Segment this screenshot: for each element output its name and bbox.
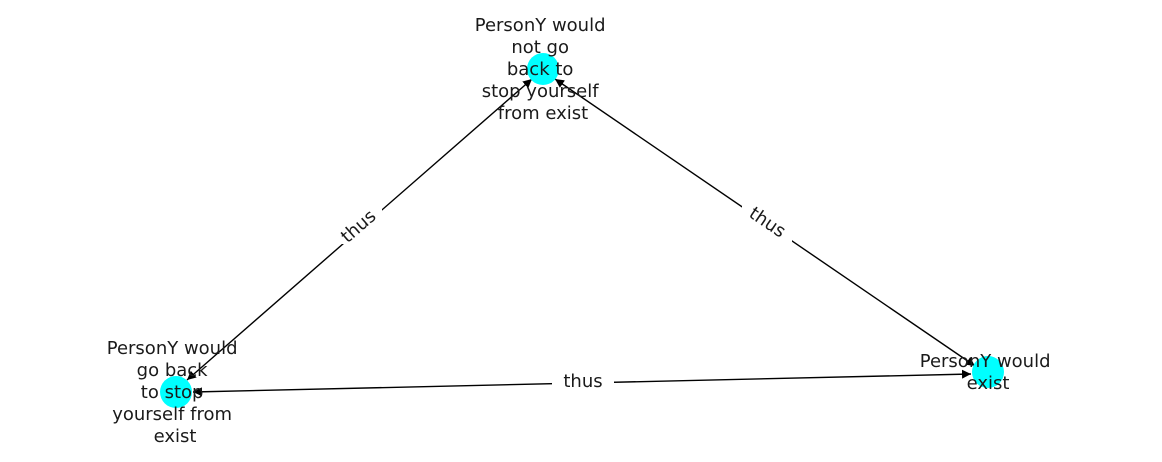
edge-n1-n3[interactable]: thus xyxy=(554,78,976,367)
node-n2[interactable]: PersonY would go back to stop yourself f… xyxy=(107,338,244,447)
node-circle-n3[interactable] xyxy=(972,356,1004,388)
node-label-line: yourself from xyxy=(112,404,232,425)
edge-label-bg xyxy=(552,370,614,394)
node-label-line: to stop xyxy=(141,382,204,403)
edge-label-bg xyxy=(742,204,792,244)
edge-n1-n2[interactable]: thus xyxy=(186,78,533,381)
node-label-line: exist xyxy=(154,426,197,447)
node-label-n2: PersonY would go back to stop yourself f… xyxy=(107,338,244,447)
node-label-line: PersonY would xyxy=(920,351,1051,372)
edge-label-n2-n3: thus xyxy=(563,371,602,392)
node-label-line: from exist xyxy=(498,103,588,124)
node-label-n1: PersonY would not go back to stop yourse… xyxy=(475,15,612,124)
node-circle-n2[interactable] xyxy=(160,376,192,408)
node-n3[interactable]: PersonY would exist xyxy=(920,351,1057,394)
edges: thus thus thus xyxy=(186,78,976,397)
node-label-n3: PersonY would exist xyxy=(920,351,1057,394)
node-n1[interactable]: PersonY would not go back to stop yourse… xyxy=(475,15,612,124)
nodes: PersonY would not go back to stop yourse… xyxy=(107,15,1057,447)
edge-n2-n3[interactable]: thus xyxy=(192,369,972,397)
node-label-line: go back xyxy=(137,360,209,381)
node-label-line: back to xyxy=(507,59,574,80)
node-label-line: exist xyxy=(967,373,1010,394)
node-label-line: not go xyxy=(511,37,569,58)
node-label-line: stop yourself xyxy=(482,81,600,102)
node-circle-n1[interactable] xyxy=(527,53,559,85)
node-label-line: PersonY would xyxy=(475,15,606,36)
edge-label-bg xyxy=(332,206,382,244)
node-label-line: PersonY would xyxy=(107,338,238,359)
